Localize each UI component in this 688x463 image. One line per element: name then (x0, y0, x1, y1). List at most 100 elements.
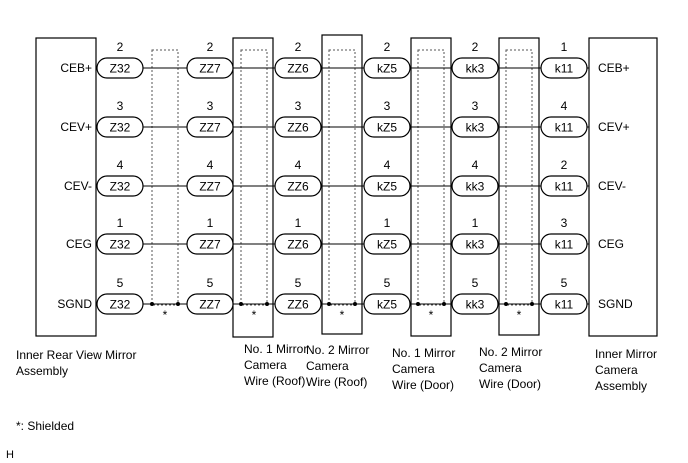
connector-z32-pill (96, 233, 144, 255)
signal-label-right: CEB+ (598, 61, 630, 75)
signal-label-left: CEG (66, 237, 92, 251)
connector-kk3-pill (451, 293, 499, 315)
connector-z32-pill (96, 57, 144, 79)
pin-number: 3 (295, 99, 302, 113)
connector-code: kk3 (466, 238, 485, 252)
pin-number: 2 (207, 40, 214, 54)
connector-zz7-pill (186, 293, 234, 315)
pin-number: 4 (117, 158, 124, 172)
pin-number: 1 (117, 216, 124, 230)
connector-code: k11 (555, 238, 574, 252)
shield-3 (328, 49, 356, 306)
pin-number: 5 (561, 276, 568, 290)
connector-k11-pill (540, 293, 588, 315)
signal-label-right: SGND (598, 297, 633, 311)
connector-code: k11 (555, 121, 574, 135)
pin-number: 2 (295, 40, 302, 54)
shielded-legend: *: Shielded (16, 419, 75, 433)
connector-k11-pill (540, 233, 588, 255)
shield-asterisk: * (517, 308, 522, 322)
connector-code: kk3 (466, 121, 485, 135)
pin-number: 4 (295, 158, 302, 172)
pin-number: 2 (561, 158, 568, 172)
connector-code: Z32 (110, 62, 131, 76)
connector-kz5-pill (363, 233, 411, 255)
pin-number: 3 (384, 99, 391, 113)
connector-zz6-pill (274, 175, 322, 197)
pin-number: 5 (117, 276, 124, 290)
pin-number: 4 (207, 158, 214, 172)
connector-zz7-pill (186, 57, 234, 79)
pin-number: 5 (295, 276, 302, 290)
signal-label-left: CEV+ (60, 120, 92, 134)
connector-z32-pill (96, 175, 144, 197)
pin-number: 4 (472, 158, 479, 172)
pin-number: 5 (384, 276, 391, 290)
connector-code: kZ5 (377, 62, 397, 76)
inner-rear-view-mirror-box (35, 37, 97, 337)
connector-code: ZZ6 (287, 298, 309, 312)
connector-code: kZ5 (377, 298, 397, 312)
pin-number: 5 (207, 276, 214, 290)
shield-1 (151, 49, 179, 306)
junction-dot (353, 302, 357, 306)
junction-dot (265, 302, 269, 306)
connector-k11-pill (540, 57, 588, 79)
shield-4 (417, 49, 445, 306)
connector-kz5-pill (363, 57, 411, 79)
caption-no1-mirror-camera-wire-door: No. 1 Mirror Camera Wire (Door) (392, 346, 456, 392)
pin-number: 3 (472, 99, 479, 113)
connector-zz6-pill (274, 57, 322, 79)
pin-number: 1 (472, 216, 479, 230)
connector-kk3-pill (451, 57, 499, 79)
connector-code: kZ5 (377, 121, 397, 135)
shield-2 (240, 49, 268, 306)
connector-kk3-pill (451, 175, 499, 197)
shield-asterisk: * (252, 308, 257, 322)
connector-zz6-pill (274, 116, 322, 138)
connector-kk3-pill (451, 116, 499, 138)
signal-label-left: CEV- (64, 179, 92, 193)
connector-zz7-pill (186, 175, 234, 197)
pin-number: 4 (384, 158, 391, 172)
signal-label-right: CEV- (598, 179, 626, 193)
connector-z32-pill (96, 293, 144, 315)
connector-zz6-pill (274, 293, 322, 315)
connector-zz7-pill (186, 116, 234, 138)
junction-dot (150, 302, 154, 306)
connector-code: ZZ7 (199, 121, 221, 135)
connector-code: Z32 (110, 180, 131, 194)
signal-label-left: SGND (57, 297, 92, 311)
connector-kk3-pill (451, 233, 499, 255)
junction-dot (176, 302, 180, 306)
pin-number: 3 (207, 99, 214, 113)
junction-dot (504, 302, 508, 306)
connector-k11-pill (540, 175, 588, 197)
inner-mirror-camera-box (588, 37, 658, 337)
connector-code: kk3 (466, 298, 485, 312)
connector-code: Z32 (110, 238, 131, 252)
connector-code: ZZ6 (287, 180, 309, 194)
connector-code: ZZ7 (199, 62, 221, 76)
pin-number: 5 (472, 276, 479, 290)
connector-code: ZZ7 (199, 238, 221, 252)
no2-roof-wire-box (321, 34, 363, 335)
pin-number: 1 (384, 216, 391, 230)
pin-number: 3 (117, 99, 124, 113)
connector-code: ZZ6 (287, 121, 309, 135)
shield-5 (505, 49, 533, 306)
caption-no2-mirror-camera-wire-roof: No. 2 Mirror Camera Wire (Roof) (306, 343, 370, 389)
caption-no2-mirror-camera-wire-door: No. 2 Mirror Camera Wire (Door) (479, 345, 543, 391)
pin-number: 4 (561, 99, 568, 113)
connector-zz6-pill (274, 233, 322, 255)
connector-code: ZZ6 (287, 238, 309, 252)
junction-dot (239, 302, 243, 306)
figure-code: H (6, 449, 14, 461)
junction-dot (442, 302, 446, 306)
shield-asterisk: * (163, 308, 168, 322)
connector-kz5-pill (363, 116, 411, 138)
pin-number: 1 (207, 216, 214, 230)
connector-code: kZ5 (377, 238, 397, 252)
connector-code: k11 (555, 62, 574, 76)
